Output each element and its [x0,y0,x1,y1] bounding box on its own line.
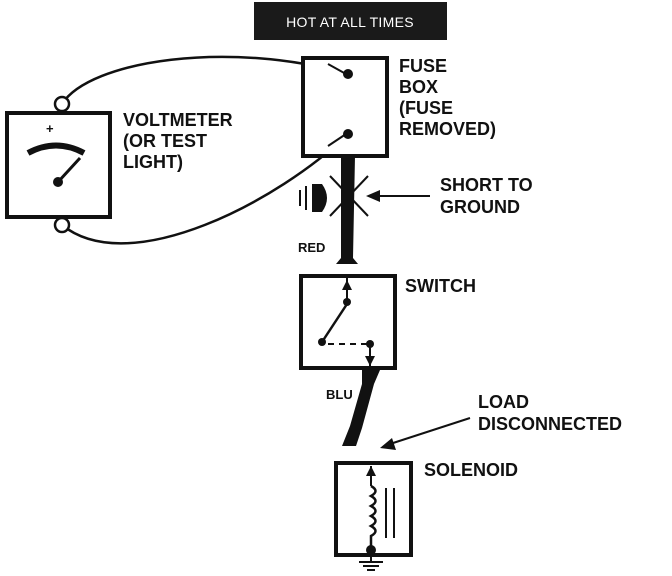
blu-wire-label: BLU [326,387,353,402]
load-arrow [380,417,471,450]
short-arrow [366,190,430,202]
fuse-clip-top [327,63,347,75]
switch-blade [320,303,349,343]
solenoid-box [334,461,413,557]
fuse-terminal-bottom [343,129,353,139]
voltmeter-terminal-bottom [53,216,71,234]
fuse-clip-bottom [327,133,347,147]
test-lead-lower [61,133,349,245]
short-spark [329,168,369,222]
red-wire [336,156,358,264]
voltmeter-pivot [53,177,63,187]
solenoid-label: SOLENOID [424,460,518,480]
voltmeter-terminal-top [53,95,71,113]
switch-terminal-right [366,340,374,348]
fuse-box-label: FUSE BOX (FUSE REMOVED) [399,56,496,139]
solenoid-ground-terminal [366,545,376,555]
solenoid-ground-icon [359,555,383,571]
blu-wire [342,370,380,446]
fuse-terminal-top [343,69,353,79]
short-to-ground-label: SHORT TO GROUND [440,175,538,217]
ground-symbol [299,184,327,212]
red-wire-label: RED [298,240,325,255]
switch-label: SWITCH [405,276,476,296]
hot-at-all-times-banner: HOT AT ALL TIMES [254,2,447,40]
switch-terminal-top [343,298,351,306]
voltmeter-label: VOLTMETER (OR TEST LIGHT) [123,110,238,172]
load-disconnected-label: LOAD DISCONNECTED [478,392,622,434]
voltmeter-plus-sign: + [46,121,54,136]
banner-text: HOT AT ALL TIMES [286,14,414,30]
solenoid-coil [368,484,377,548]
voltmeter-scale-arc [26,142,86,156]
solenoid [334,461,413,557]
fuse-box [301,56,389,158]
switch-terminal-pivot [318,338,326,346]
voltmeter-needle [56,156,82,184]
voltmeter-box [5,111,112,219]
voltmeter: + [5,95,112,234]
switch [299,274,397,370]
